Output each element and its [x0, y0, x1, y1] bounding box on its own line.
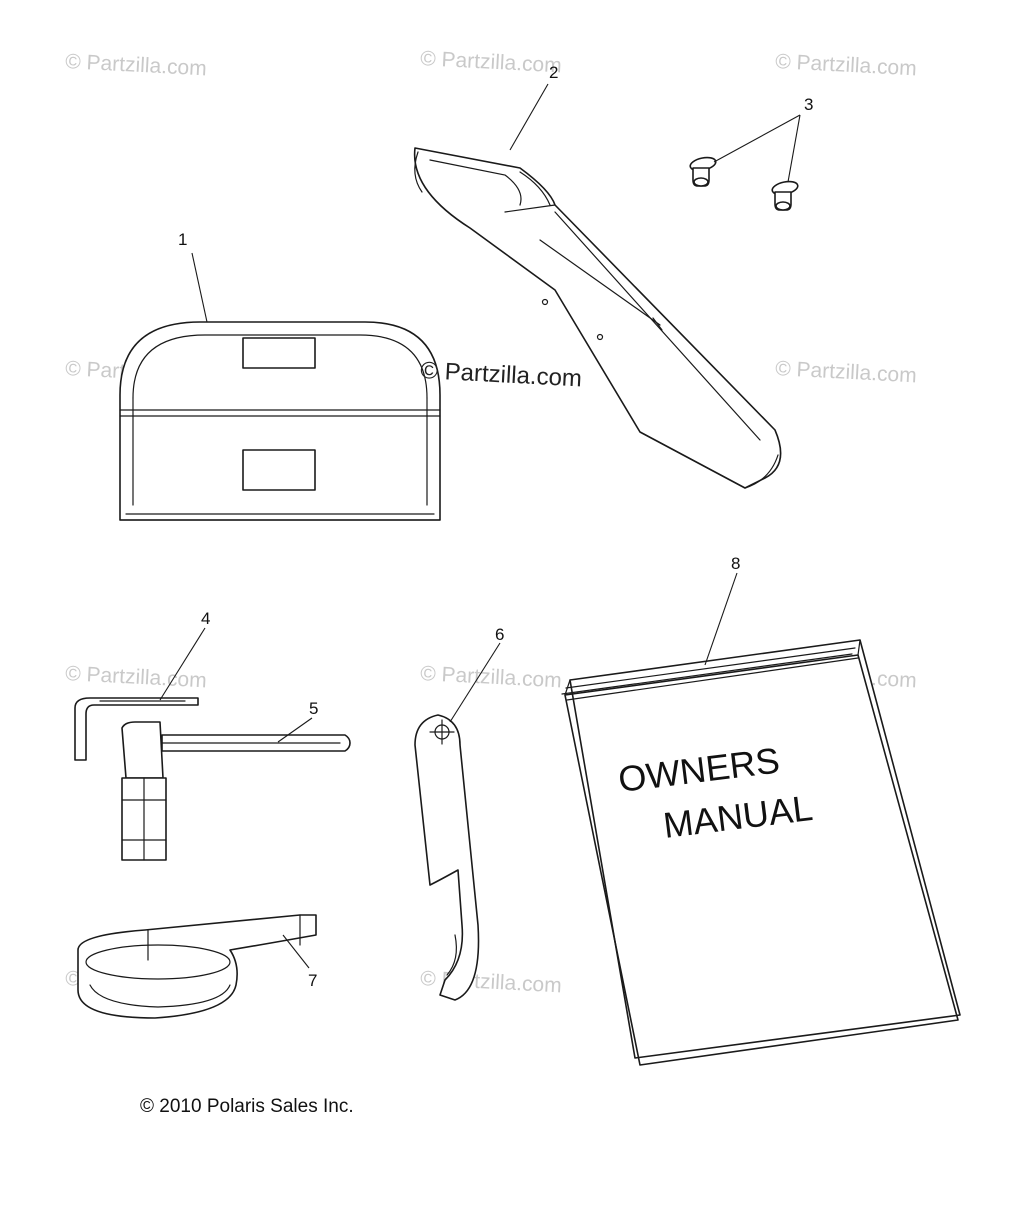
callout-1: 1 — [178, 230, 187, 249]
watermark: © Partzilla.com — [65, 50, 208, 80]
part-2-tool-case[interactable] — [413, 147, 782, 489]
callout-7: 7 — [308, 971, 317, 990]
part-7-strap[interactable] — [77, 914, 317, 1019]
watermark: © Partzilla.com — [420, 662, 563, 692]
part-5-spark-plug-wrench[interactable] — [121, 721, 351, 861]
callout-group: 1 2 3 4 5 6 7 8 — [178, 63, 813, 990]
part-6-spanner-wrench[interactable] — [414, 714, 480, 1001]
watermark: © Partzilla.com — [65, 662, 208, 692]
watermark: © Partzilla.com — [775, 357, 918, 387]
part-1-tool-pouch[interactable] — [119, 321, 441, 521]
center-watermark: © Partzilla.com — [420, 357, 583, 392]
watermark: © Partzilla.com — [775, 50, 918, 80]
callout-3: 3 — [804, 95, 813, 114]
leader-lines — [159, 83, 801, 969]
part-4-hex-key[interactable] — [74, 697, 199, 761]
callout-6: 6 — [495, 625, 504, 644]
callout-2: 2 — [549, 63, 558, 82]
copyright-text: © 2010 Polaris Sales Inc. — [140, 1096, 354, 1117]
part-8-owners-manual[interactable] — [561, 639, 961, 1066]
callout-5: 5 — [309, 699, 318, 718]
part-3-push-rivets[interactable] — [689, 155, 799, 211]
callout-8: 8 — [731, 554, 740, 573]
callout-4: 4 — [201, 609, 210, 628]
watermark: © Partzilla.com — [420, 47, 563, 77]
